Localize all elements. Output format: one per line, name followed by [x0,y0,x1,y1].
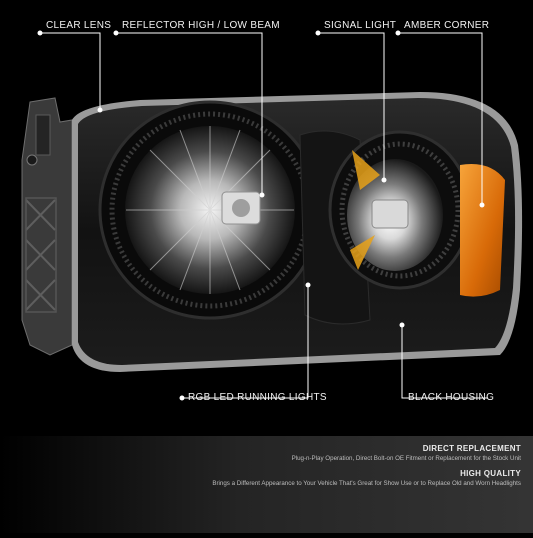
feature-description: Brings a Different Appearance to Your Ve… [212,480,521,487]
callout-lines [40,32,488,399]
callout-black-housing: BLACK HOUSING [408,392,495,403]
feature-title: HIGH QUALITY [460,469,521,478]
mounting-bracket [21,97,73,356]
callout-amber-corner: AMBER CORNER [404,20,490,31]
callout-signal-light: SIGNAL LIGHT [324,20,397,31]
callout-dots [37,30,485,401]
feature-high-quality: HIGH QUALITY Brings a Different Appearan… [212,469,521,487]
callout-reflector: REFLECTOR HIGH / LOW BEAM [122,20,280,31]
callout-rgb-led: RGB LED RUNNING LIGHTS [188,392,327,403]
feature-title: DIRECT REPLACEMENT [422,444,521,453]
feature-description: Plug-n-Play Operation, Direct Bolt-on OE… [291,455,521,462]
reflector-assembly [98,100,322,320]
feature-direct-replacement: DIRECT REPLACEMENT Plug-n-Play Operation… [292,444,521,462]
signal-light [328,130,472,290]
callout-clear-lens: CLEAR LENS [46,20,112,31]
amber-corner [460,164,505,297]
feature-panel: DIRECT REPLACEMENT Plug-n-Play Operation… [0,436,533,533]
